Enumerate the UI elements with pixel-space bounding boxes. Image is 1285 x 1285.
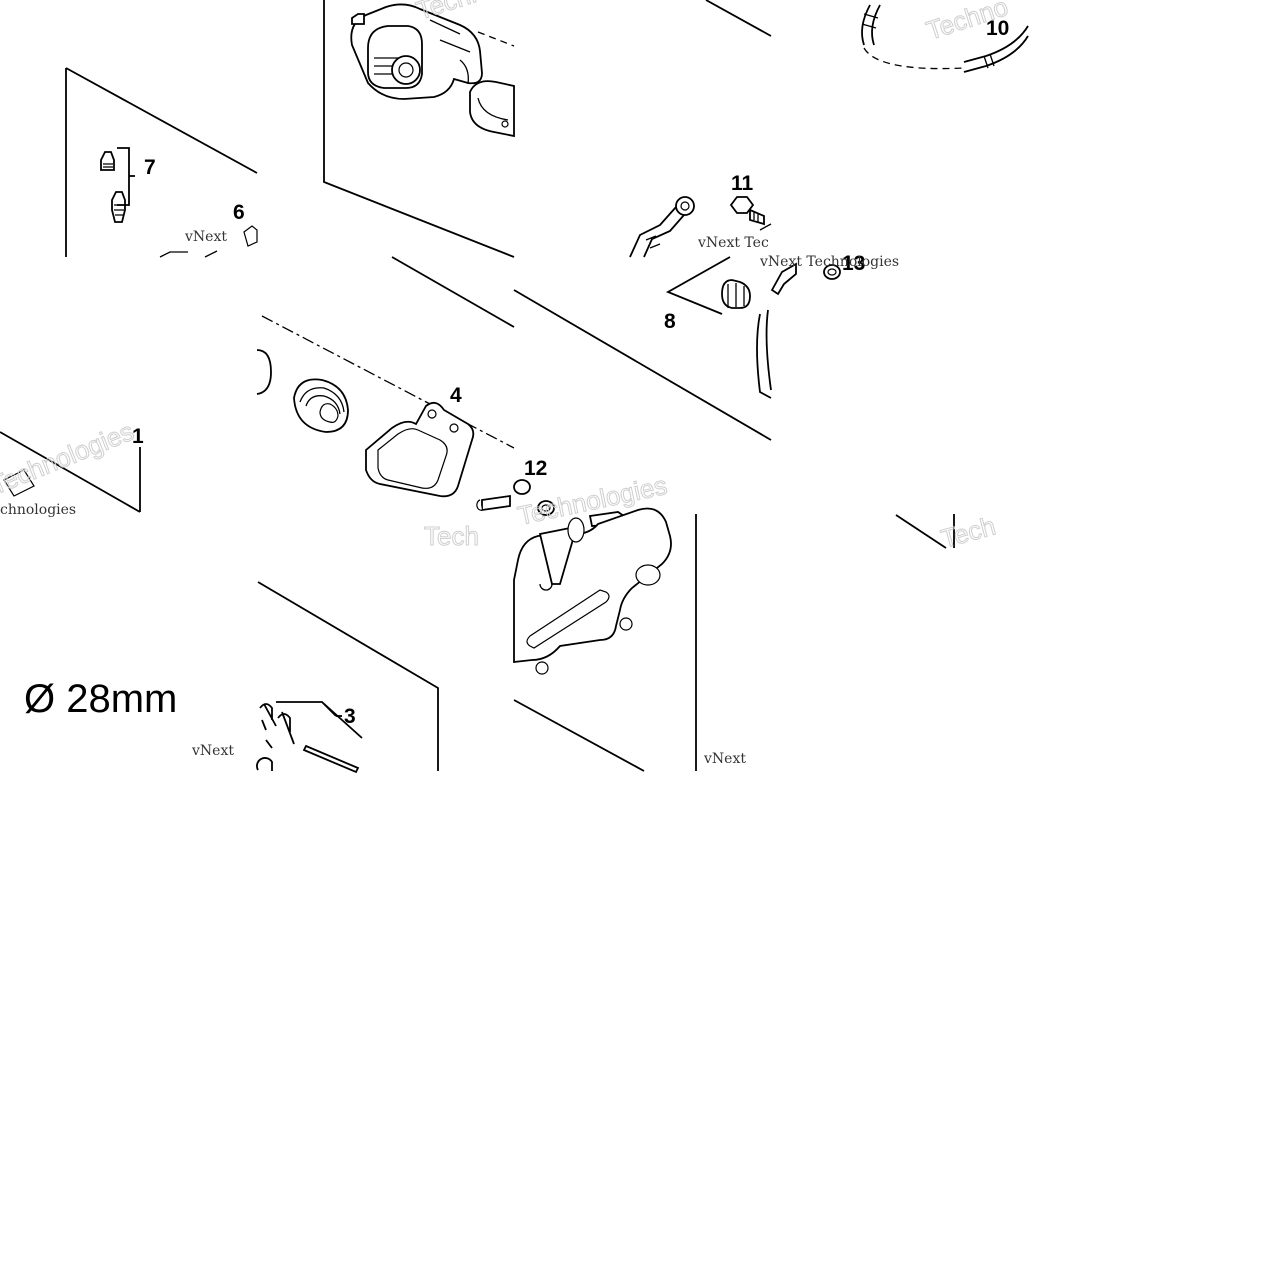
tile-far-top-right: 10 Techno [861,0,1029,73]
watermark-tech-rm: Tech [938,511,999,554]
watermark-technologies-ml: Technologies [0,416,138,501]
callout-13: 13 [842,252,865,275]
piston-seal [293,378,349,433]
piston-size-label: Ø 28mm [24,677,177,721]
banjo-hose [629,196,695,258]
piston [469,80,515,138]
callout-4: 4 [450,384,462,407]
callout-3: 3 [344,705,356,728]
watermark-vnext-tl: vNext [184,229,227,245]
tile-top-left: 7 6 vNext [65,67,258,258]
watermark-technologies-tm: Techno [413,0,502,26]
callout-1: 1 [132,425,144,448]
bleed-screw-pair [100,147,135,223]
callout-7: 7 [144,156,156,179]
tile-lower-center-right: vNext [513,507,746,772]
watermark-vnext-ll: vNext [191,743,234,759]
rubber-boot [721,279,751,309]
watermark-vnext-technologies-cr: vNext Technologies [759,254,899,270]
watermark-vnext-tec-tr: vNext Tec [697,235,769,251]
caliper-body [350,3,515,100]
callout-10: 10 [986,17,1009,40]
callout-12: 12 [524,457,547,480]
brake-pad [365,401,475,498]
pad-pin-clips [256,701,363,774]
tile-middle-left: 1 Technologies chnologies [0,415,144,518]
banjo-bolt [729,196,765,226]
watermark-vnext-lcr: vNext [703,751,746,767]
tile-right-middle: Tech [895,510,999,554]
brake-hose [861,4,1029,73]
tile-lower-left: Ø 28mm vNext [24,677,234,759]
tile-center-right: 8 13 vNext Technologies 12 Technologies [513,252,899,531]
watermark-chnologies-ml: chnologies [0,502,76,518]
caliper-bracket [513,507,672,675]
callout-11: 11 [731,172,754,195]
tile-top-middle: Techno [323,0,515,258]
tile-center: 4 Tech [256,256,515,552]
callout-6: 6 [233,201,245,224]
tile-lower-center: 3 [256,581,439,774]
watermark-tech-c: Tech [424,521,479,551]
callout-8: 8 [664,310,676,333]
tile-top-right-strip: 11 vNext Tec [629,0,772,258]
